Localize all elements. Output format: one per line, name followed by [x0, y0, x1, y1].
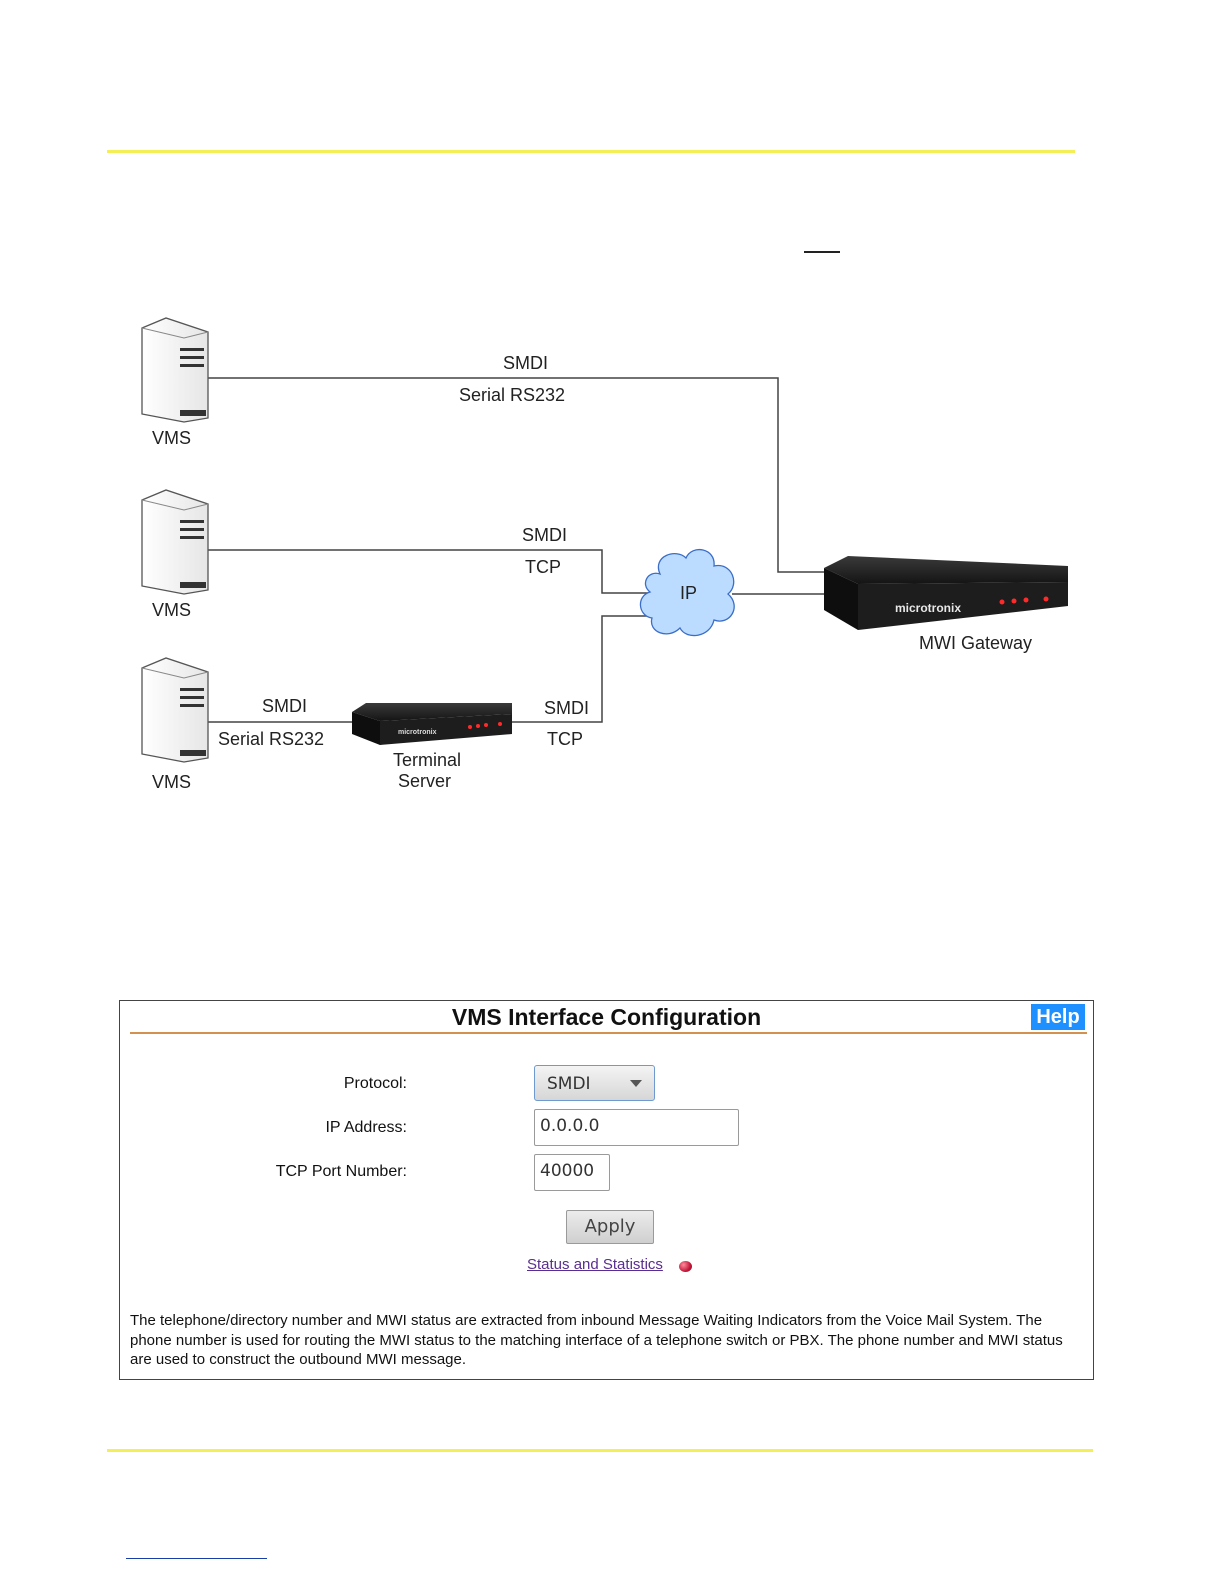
link-protocol-label: SMDI [503, 353, 548, 373]
apply-button[interactable]: Apply [566, 1210, 654, 1244]
footer-rule [107, 1449, 1093, 1452]
link-transport-label: Serial RS232 [459, 385, 565, 405]
link-protocol-label: SMDI [522, 525, 567, 545]
vms-label: VMS [152, 772, 191, 792]
link-transport-label: TCP [525, 557, 561, 577]
mwi-gateway-icon: microtronix [824, 556, 1068, 630]
description-text: The telephone/directory number and MWI s… [130, 1312, 1063, 1368]
vms-server-icon [141, 489, 209, 595]
link-terminal-cloud [512, 615, 650, 723]
ip-address-input[interactable]: 0.0.0.0 [534, 1109, 739, 1146]
help-button[interactable]: Help [1031, 1004, 1085, 1030]
link-protocol-label: SMDI [262, 696, 307, 716]
terminal-server-icon: microtronix [352, 703, 512, 745]
link-vms1-gateway [208, 377, 826, 573]
panel-title: VMS Interface Configuration [451, 1004, 762, 1030]
header-rule [107, 150, 1075, 153]
link-transport-label: Serial RS232 [218, 729, 324, 749]
terminal-server-label: Terminal [393, 750, 461, 770]
network-diagram: VMS VMS VMS SMDI Serial RS232 SMDI TCP S… [141, 317, 1068, 792]
protocol-label: Protocol: [343, 1075, 407, 1092]
footer-link-underline [126, 1558, 267, 1559]
connection-lines [208, 377, 826, 723]
status-statistics-link[interactable]: Status and Statistics [527, 1256, 663, 1273]
ip-address-label: IP Address: [325, 1119, 407, 1136]
tcp-port-label: TCP Port Number: [275, 1163, 407, 1180]
gateway-label: MWI Gateway [919, 633, 1032, 653]
link-transport-label: TCP [547, 729, 583, 749]
ip-cloud-icon [639, 548, 735, 637]
terminal-brand-label: microtronix [398, 729, 437, 736]
cloud-label: IP [680, 583, 697, 603]
title-divider [130, 1032, 1087, 1034]
vms-server-icon [141, 657, 209, 763]
protocol-value: SMDI [547, 1074, 591, 1094]
status-indicator-icon [679, 1261, 692, 1272]
link-vms2-cloud [208, 549, 652, 594]
link-protocol-label: SMDI [544, 698, 589, 718]
tcp-port-input[interactable]: 40000 [534, 1154, 610, 1191]
chevron-down-icon [630, 1080, 642, 1087]
terminal-server-label: Server [398, 771, 451, 791]
gateway-brand-label: microtronix [895, 601, 961, 615]
protocol-select[interactable]: SMDI [534, 1065, 655, 1101]
vms-label: VMS [152, 428, 191, 448]
vms-label: VMS [152, 600, 191, 620]
vms-server-icon [141, 317, 209, 423]
underline-mark [804, 251, 840, 253]
